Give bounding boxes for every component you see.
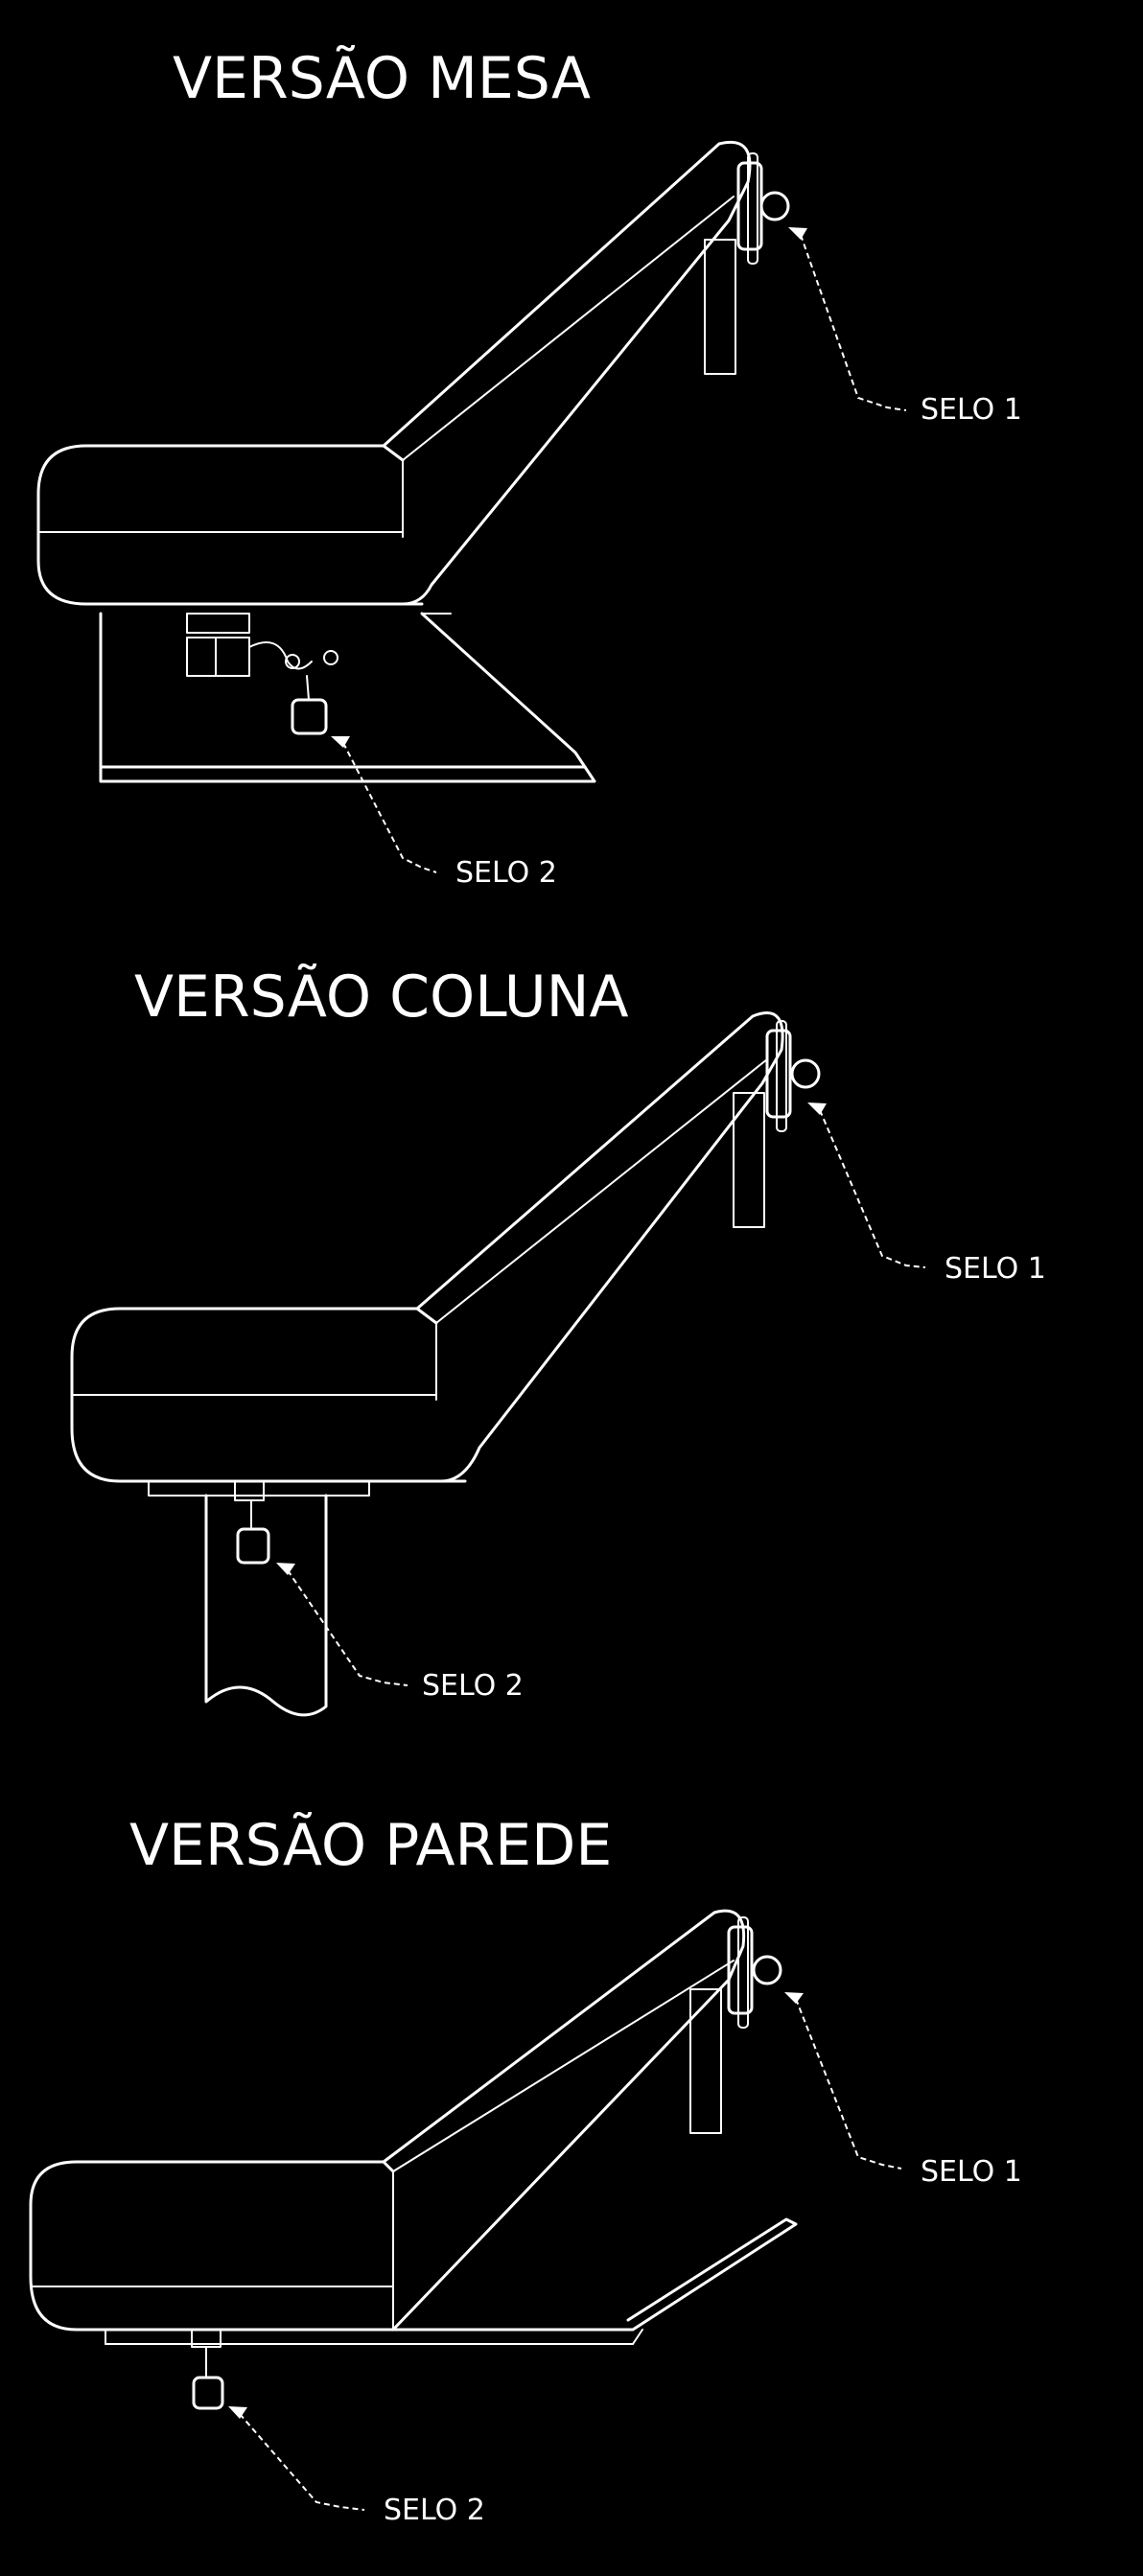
leader-selo-2-coluna: SELO 2 — [276, 1563, 524, 1703]
section-title-mesa: VERSÃO MESA — [173, 44, 591, 112]
label-selo-1-mesa: SELO 1 — [921, 393, 1022, 427]
label-selo-2-mesa: SELO 2 — [455, 856, 557, 890]
device-parede — [29, 1909, 798, 2410]
leader-selo-1-parede: SELO 1 — [784, 1992, 1022, 2189]
label-selo-2-coluna: SELO 2 — [422, 1669, 524, 1703]
leader-selo-1-coluna: SELO 1 — [807, 1102, 1046, 1286]
section-title-coluna: VERSÃO COLUNA — [134, 963, 629, 1031]
leader-selo-2-mesa: SELO 2 — [331, 736, 557, 890]
device-mesa — [36, 141, 790, 783]
leader-selo-2-parede: SELO 2 — [228, 2406, 485, 2527]
device-coluna — [70, 1011, 821, 1717]
section-coluna: VERSÃO COLUNA SELO 1 — [70, 963, 1046, 1717]
leader-selo-1-mesa: SELO 1 — [788, 227, 1022, 427]
label-selo-1-parede: SELO 1 — [921, 2155, 1022, 2189]
label-selo-2-parede: SELO 2 — [384, 2494, 485, 2527]
section-title-parede: VERSÃO PAREDE — [129, 1811, 612, 1879]
section-parede: VERSÃO PAREDE SELO 1 — [29, 1811, 1022, 2527]
label-selo-1-coluna: SELO 1 — [945, 1252, 1046, 1286]
section-mesa: VERSÃO MESA — [36, 44, 1022, 890]
